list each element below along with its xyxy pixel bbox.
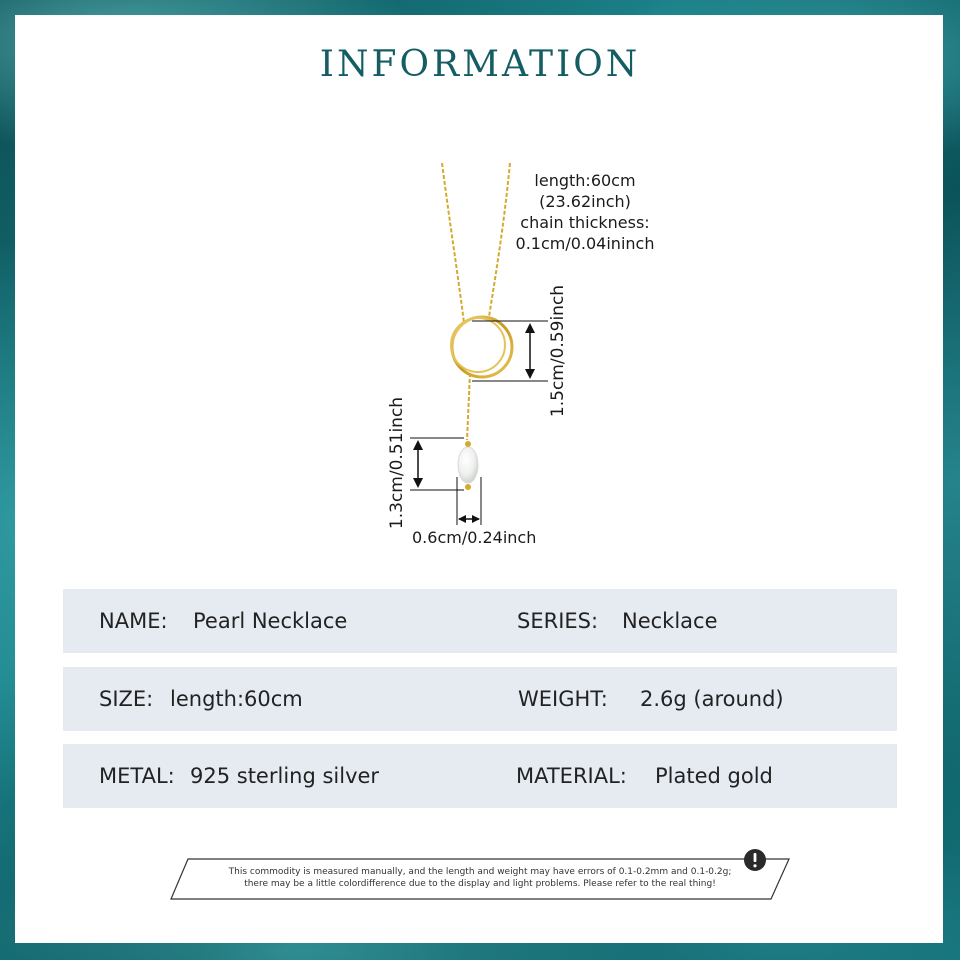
- weight-label: WEIGHT:: [518, 687, 608, 711]
- info-row-size: SIZE: length:60cm WEIGHT: 2.6g (around): [63, 667, 897, 731]
- weight-value: 2.6g (around): [640, 687, 784, 711]
- page-title: INFORMATION: [319, 44, 641, 85]
- material-label: MATERIAL:: [516, 764, 627, 788]
- thickness-spec-line2: 0.1cm/0.04ininch: [515, 234, 655, 253]
- pearl-width-label: 0.6cm/0.24inch: [412, 528, 537, 547]
- size-label: SIZE:: [99, 687, 154, 711]
- disclaimer-line1: This commodity is measured manually, and…: [228, 867, 732, 877]
- length-spec-line2: (23.62inch): [539, 192, 631, 211]
- pearl: [457, 446, 479, 484]
- chain-left: [441, 162, 465, 324]
- metal-label: METAL:: [99, 764, 175, 788]
- ring-size-label: 1.5cm/0.59inch: [548, 284, 568, 418]
- name-label: NAME:: [99, 609, 168, 633]
- series-value: Necklace: [622, 609, 718, 633]
- thickness-spec-line1: chain thickness:: [520, 213, 650, 232]
- pearl-cap: [465, 441, 471, 447]
- warning-icon: [744, 849, 766, 871]
- info-row-name: NAME: Pearl Necklace SERIES: Necklace: [63, 589, 897, 653]
- chain-drop: [466, 372, 471, 441]
- ring-inner: [450, 317, 506, 373]
- info-row-metal: METAL: 925 sterling silver MATERIAL: Pla…: [63, 744, 897, 808]
- name-value: Pearl Necklace: [193, 609, 348, 633]
- size-value: length:60cm: [170, 687, 303, 711]
- pearl-bead: [465, 484, 471, 490]
- length-spec: length:60cm (23.62inch) chain thickness:…: [505, 170, 665, 254]
- necklace-illustration: [410, 162, 548, 525]
- disclaimer-line2: there may be a little colordifference du…: [244, 879, 716, 889]
- chain-right: [487, 162, 511, 324]
- pearl-height-label: 1.3cm/0.51inch: [387, 396, 407, 530]
- disclaimer-frame: [170, 858, 790, 900]
- disclaimer-box: This commodity is measured manually, and…: [170, 849, 790, 900]
- series-label: SERIES:: [517, 609, 599, 633]
- material-value: Plated gold: [655, 764, 773, 788]
- ring-outer: [450, 315, 514, 379]
- length-spec-line1: length:60cm: [534, 171, 636, 190]
- disclaimer-text: This commodity is measured manually, and…: [190, 866, 770, 890]
- metal-value: 925 sterling silver: [190, 764, 380, 788]
